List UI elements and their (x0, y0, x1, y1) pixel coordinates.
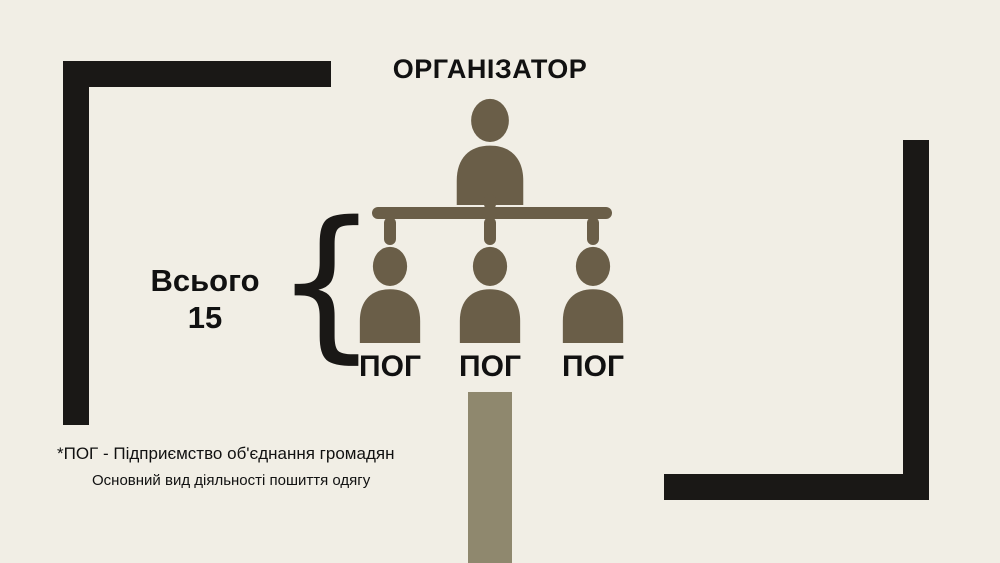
organizer-person-icon (456, 98, 524, 205)
connector-stub-up (484, 194, 496, 210)
page-title: ОРГАНІЗАТОР (392, 54, 588, 84)
person-icon (459, 246, 521, 343)
person-icon (562, 246, 624, 343)
child-label: ПОГ (359, 350, 421, 383)
footnote-line1: *ПОГ - Підприємство об'єднання громадян (57, 444, 395, 463)
person-icon (359, 246, 421, 343)
bottom-ribbon (468, 392, 512, 563)
total-label: Всього 15 (137, 262, 273, 336)
connector-stub-down-2 (484, 217, 496, 245)
child-label: ПОГ (562, 350, 624, 383)
child-label: ПОГ (459, 350, 521, 383)
connector-stub-down-3 (587, 217, 599, 245)
connector-stub-down-1 (384, 217, 396, 245)
connector-horizontal (372, 207, 612, 219)
total-word: Всього (150, 263, 260, 298)
curly-brace: { (274, 186, 379, 378)
total-number: 15 (187, 300, 223, 336)
frame-bottom-right-vertical (903, 140, 929, 500)
frame-bottom-right-horizontal (664, 474, 929, 500)
frame-top-left-vertical (63, 61, 89, 425)
frame-top-left-horizontal (63, 61, 331, 87)
footnote-line2: Основний вид діяльності пошиття одягу (92, 472, 371, 489)
